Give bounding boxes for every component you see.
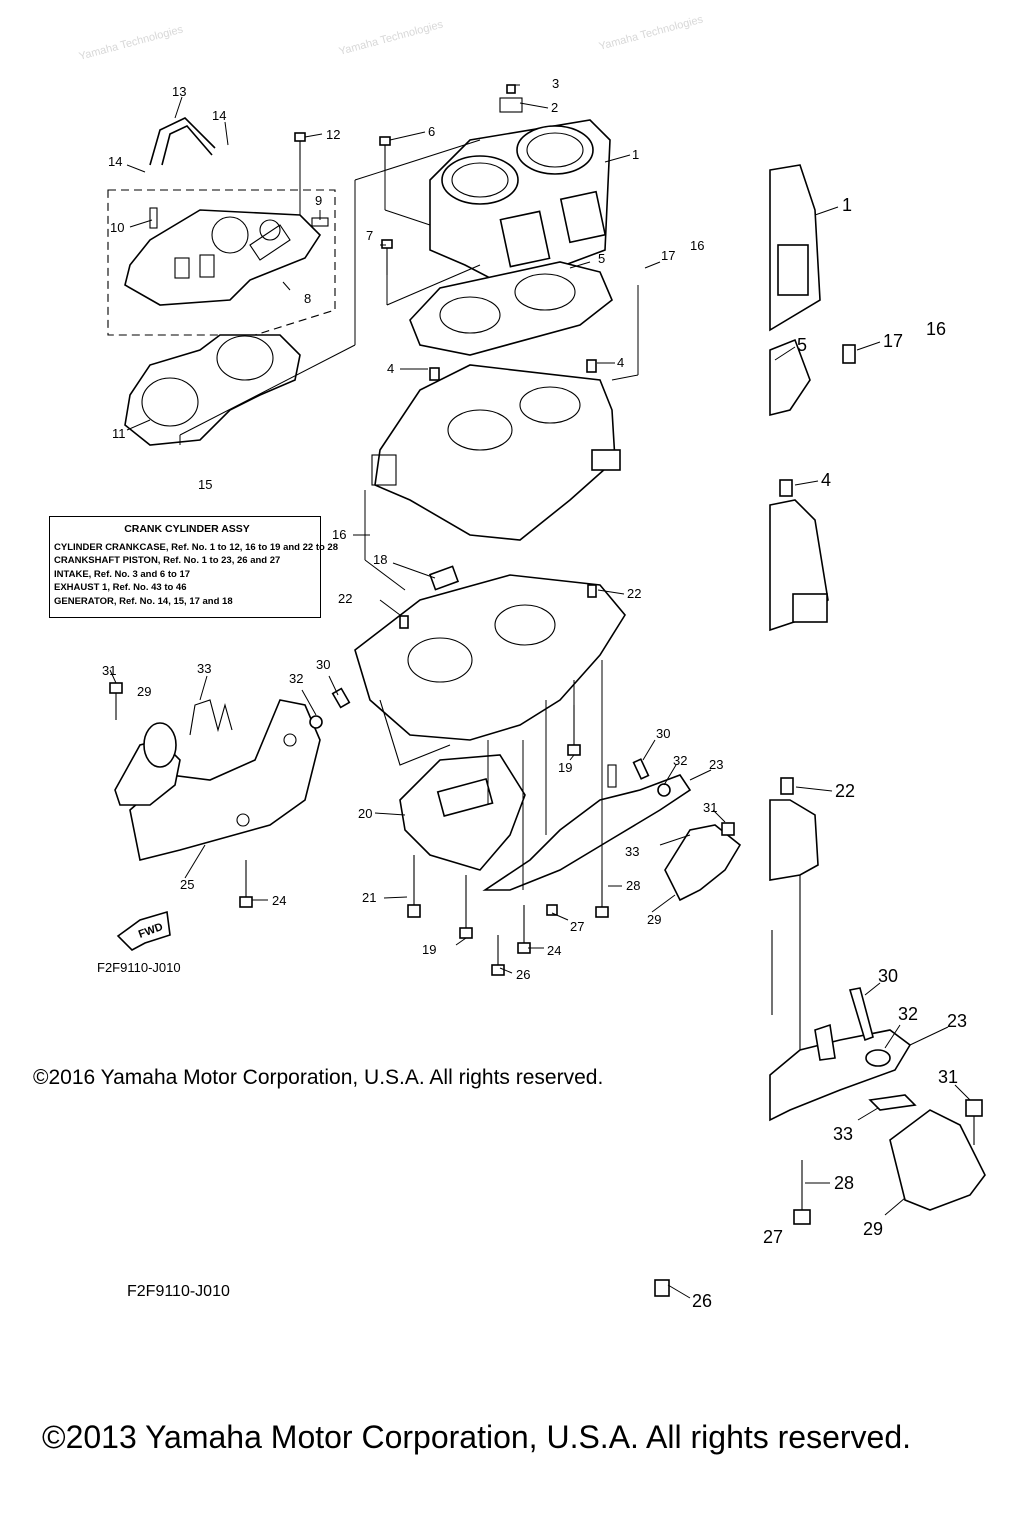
callout-33: 33 xyxy=(197,661,211,676)
svg-text:Yamaha Technologies: Yamaha Technologies xyxy=(78,23,185,62)
callout-30: 30 xyxy=(656,726,670,741)
callout-25: 25 xyxy=(180,877,194,892)
callouts: 1 2 3 4 4 5 6 7 8 9 10 11 12 13 14 14 15… xyxy=(102,76,723,982)
reference-note-box: CRANK CYLINDER ASSY CYLINDER CRANKCASE, … xyxy=(49,516,339,618)
callout-30: 30 xyxy=(316,657,330,672)
note-line: INTAKE, Ref. No. 3 and 6 to 17 xyxy=(54,568,191,580)
fwd-arrow: FWD xyxy=(116,910,171,951)
callout-24: 24 xyxy=(272,893,286,908)
diagram-code-large: F2F9110-J010 xyxy=(127,1283,230,1300)
callout-28-large: 28 xyxy=(834,1173,854,1193)
callout-10: 10 xyxy=(110,220,124,235)
leader-lines xyxy=(109,84,971,1299)
callout-16: 16 xyxy=(332,527,346,542)
callout-32: 32 xyxy=(673,753,687,768)
callout-17: 17 xyxy=(661,248,675,263)
callout-7: 7 xyxy=(366,228,373,243)
callout-23-large: 23 xyxy=(947,1011,967,1031)
callout-5-large: 5 xyxy=(797,335,807,355)
bolts xyxy=(109,84,735,976)
callout-2: 2 xyxy=(551,100,558,115)
callout-4-large: 4 xyxy=(821,470,831,490)
copyright-large: ©2013 Yamaha Motor Corporation, U.S.A. A… xyxy=(42,1419,912,1455)
lower-crankcase xyxy=(354,574,626,766)
note-line: EXHAUST 1, Ref. No. 43 to 46 xyxy=(54,582,187,594)
callout-17-large: 17 xyxy=(883,331,903,351)
cylinder-block xyxy=(429,97,611,281)
callout-5: 5 xyxy=(598,251,605,266)
callout-19: 19 xyxy=(558,760,572,775)
callout-20: 20 xyxy=(358,806,372,821)
gasket-5 xyxy=(409,261,613,356)
copyright-small: ©2016 Yamaha Motor Corporation, U.S.A. A… xyxy=(33,1066,604,1089)
callout-12: 12 xyxy=(326,127,340,142)
note-line: GENERATOR, Ref. No. 14, 15, 17 and 18 xyxy=(54,595,233,607)
callout-29-large: 29 xyxy=(863,1219,883,1239)
callout-9: 9 xyxy=(315,193,322,208)
callout-29: 29 xyxy=(137,684,151,699)
gasket-11 xyxy=(124,334,301,446)
callout-24: 24 xyxy=(547,943,561,958)
callout-22: 22 xyxy=(338,591,352,606)
large-callouts: 1 5 17 16 4 22 30 32 23 31 33 28 27 29 2… xyxy=(692,195,967,1311)
callout-4: 4 xyxy=(387,361,394,376)
watermark: Yamaha Technologies Yamaha Technologies … xyxy=(78,13,705,62)
callout-21: 21 xyxy=(362,890,376,905)
enlarged-detail xyxy=(654,164,986,1297)
note-line: CRANKSHAFT PISTON, Ref. No. 1 to 23, 26 … xyxy=(54,555,281,567)
callout-3: 3 xyxy=(552,76,559,91)
assembly-lines xyxy=(179,139,639,890)
callout-27-large: 27 xyxy=(763,1227,783,1247)
upper-crankcase xyxy=(371,359,621,541)
left-mount-bracket xyxy=(114,699,321,861)
part-20-assembly xyxy=(399,754,526,871)
svg-text:Yamaha Technologies: Yamaha Technologies xyxy=(598,13,705,52)
callout-26-large: 26 xyxy=(692,1291,712,1311)
callout-1: 1 xyxy=(632,147,639,162)
callout-15: 15 xyxy=(198,477,212,492)
callout-18: 18 xyxy=(373,552,387,567)
note-line: CYLINDER CRANKCASE, Ref. No. 1 to 12, 16… xyxy=(54,541,339,553)
callout-6: 6 xyxy=(428,124,435,139)
callout-31-large: 31 xyxy=(938,1067,958,1087)
callout-23: 23 xyxy=(709,757,723,772)
callout-16-large: 16 xyxy=(926,319,946,339)
callout-32-large: 32 xyxy=(898,1004,918,1024)
callout-32: 32 xyxy=(289,671,303,686)
callout-33-large: 33 xyxy=(833,1124,853,1144)
callout-13: 13 xyxy=(172,84,186,99)
callout-11: 11 xyxy=(112,426,126,441)
callout-33: 33 xyxy=(625,844,639,859)
callout-16: 16 xyxy=(690,238,704,253)
callout-14: 14 xyxy=(212,108,226,123)
intake-manifold-group xyxy=(107,117,336,336)
callout-28: 28 xyxy=(626,878,640,893)
right-mount-bracket xyxy=(482,764,742,902)
diagram-code-small: F2F9110-J010 xyxy=(97,960,181,975)
callout-14: 14 xyxy=(108,154,122,169)
note-title: CRANK CYLINDER ASSY xyxy=(124,523,250,535)
callout-19: 19 xyxy=(422,942,436,957)
callout-31: 31 xyxy=(703,800,717,815)
callout-22: 22 xyxy=(627,586,641,601)
callout-29: 29 xyxy=(647,912,661,927)
callout-31: 31 xyxy=(102,663,116,678)
callout-30-large: 30 xyxy=(878,966,898,986)
svg-text:Yamaha Technologies: Yamaha Technologies xyxy=(338,18,445,57)
callout-1-large: 1 xyxy=(842,195,852,215)
callout-8: 8 xyxy=(304,291,311,306)
callout-4: 4 xyxy=(617,355,624,370)
callout-27: 27 xyxy=(570,919,584,934)
callout-26: 26 xyxy=(516,967,530,982)
callout-22-large: 22 xyxy=(835,781,855,801)
